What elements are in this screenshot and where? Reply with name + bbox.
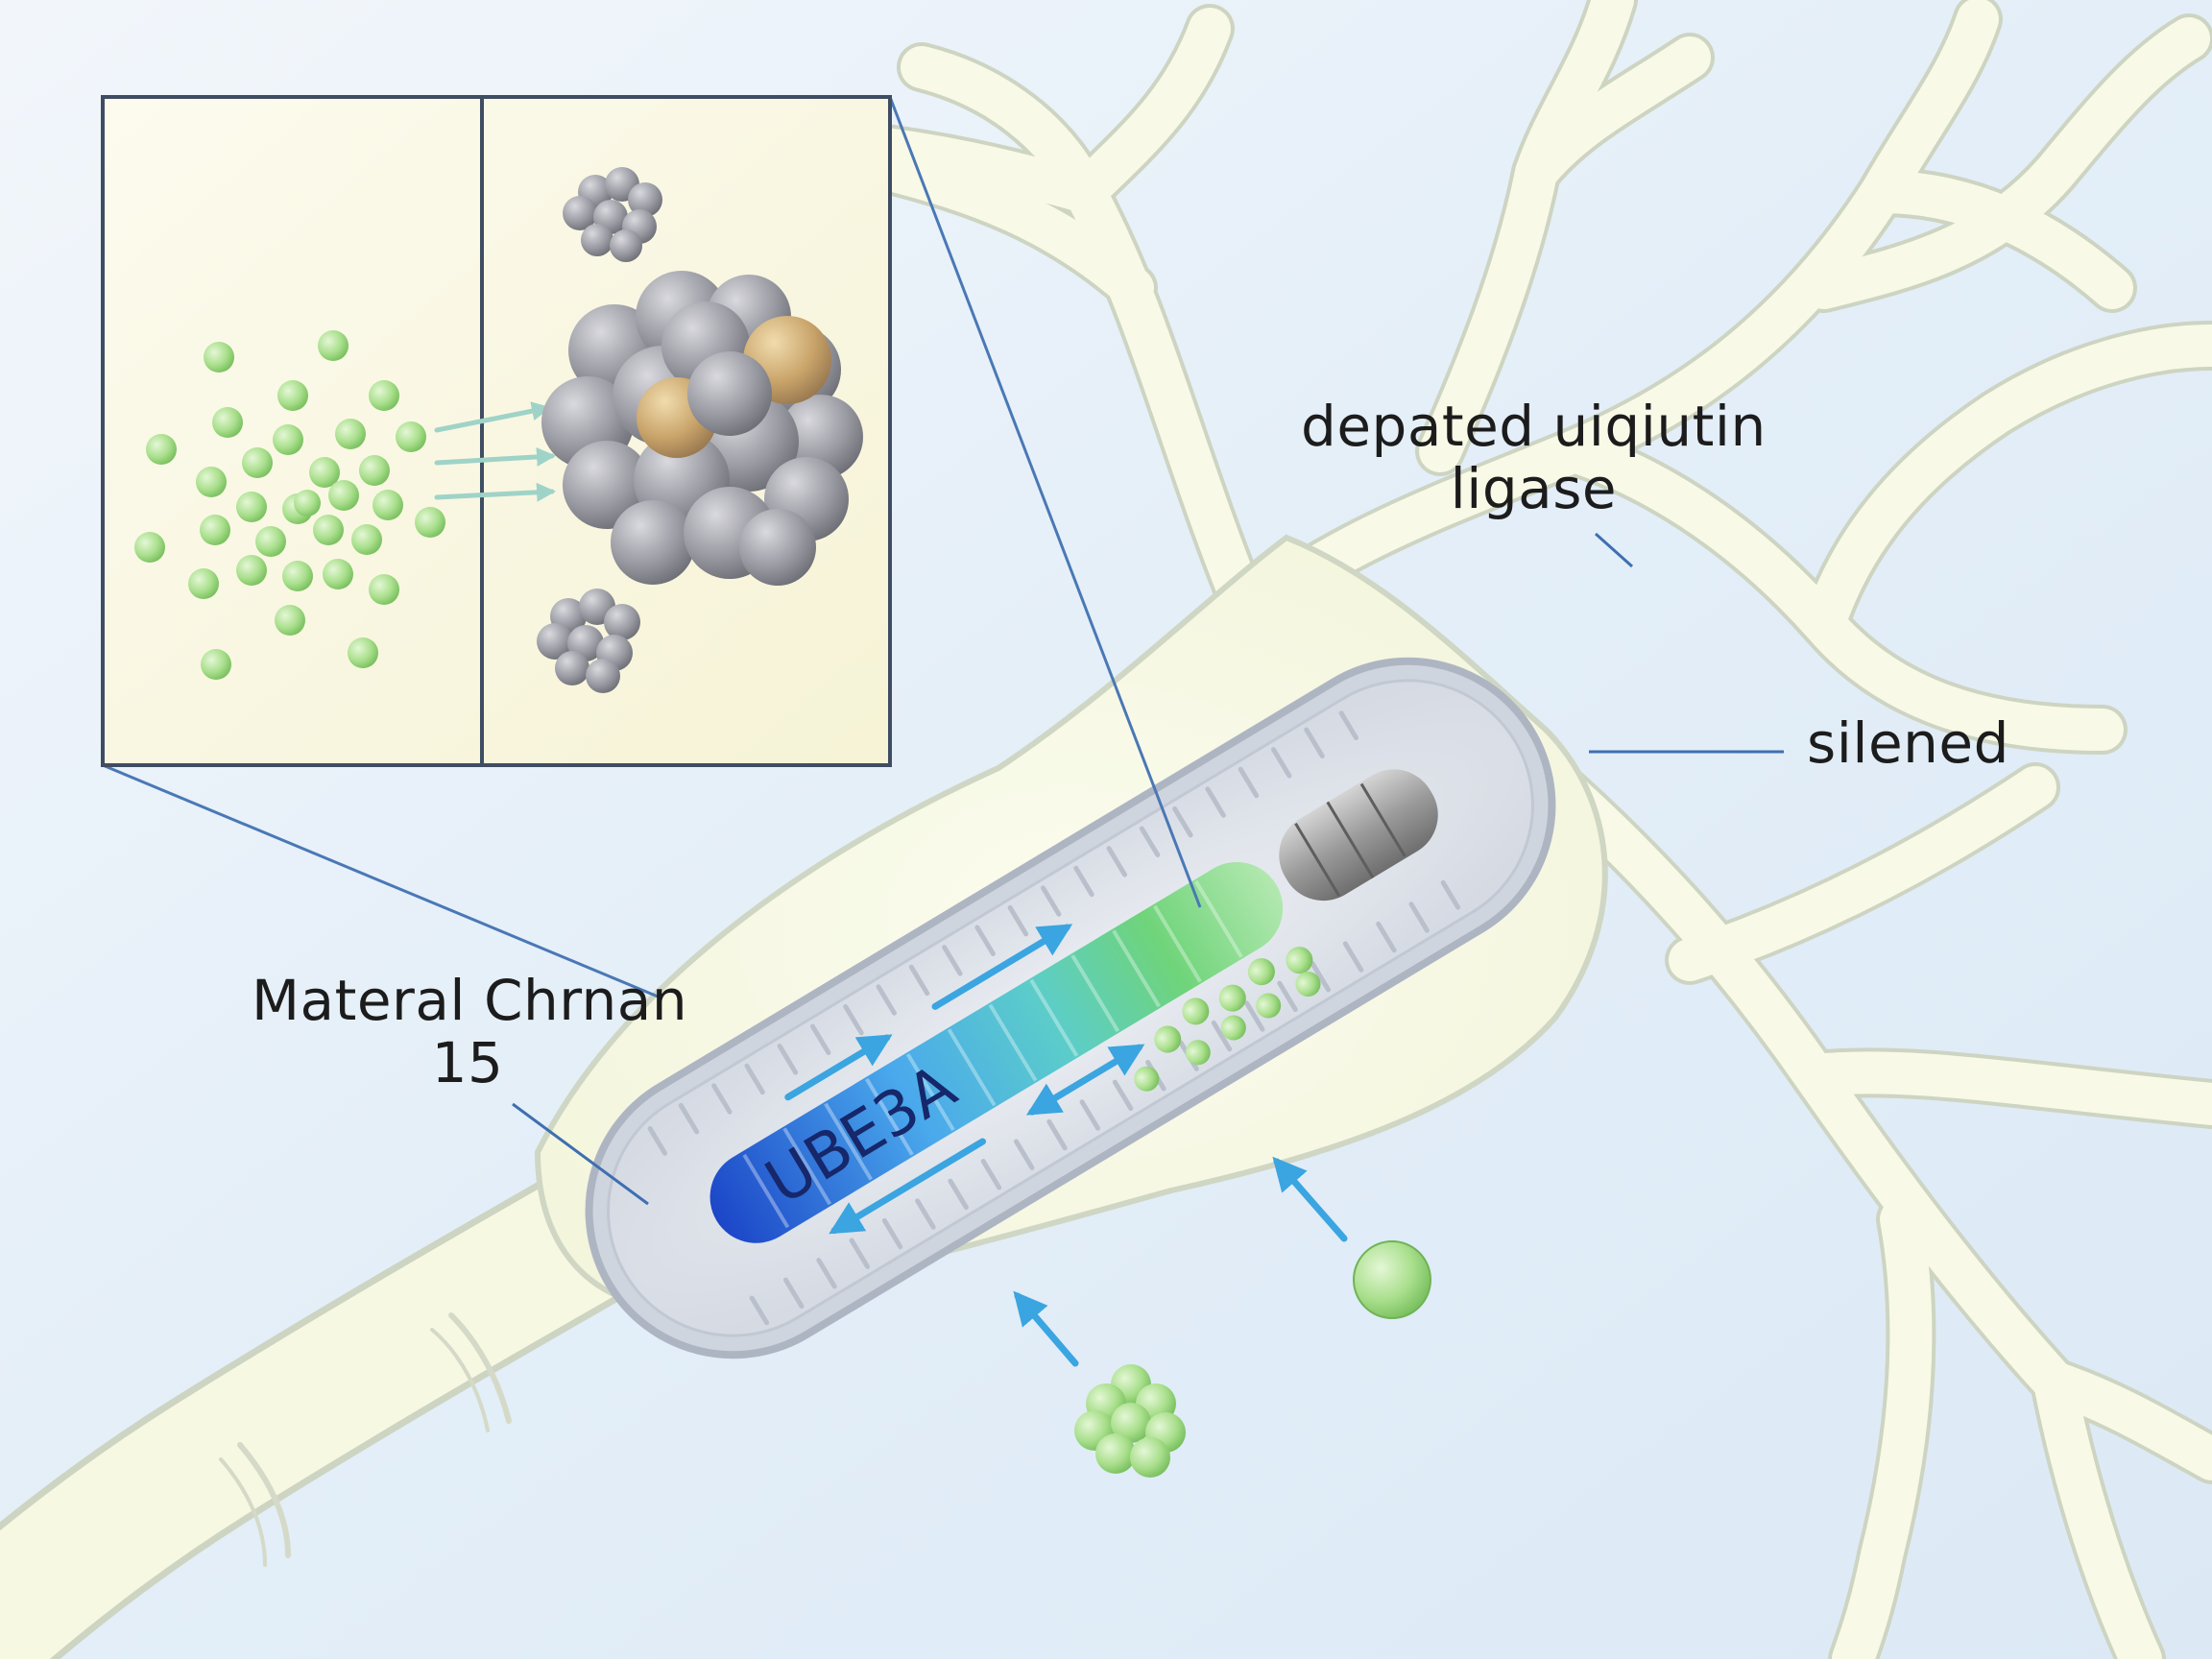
inset-flow-arrows [434, 401, 556, 502]
label-maternal-chromosome-line1: Materal Chrnan [252, 968, 688, 1033]
inset-small-aggregate-bottom [537, 589, 640, 693]
inset-panel [101, 95, 892, 767]
nuclear-proteins [1134, 947, 1321, 1092]
transport-arrows [784, 924, 1145, 1235]
label-ubiquitin-ligase-line2: ligase [1450, 455, 1618, 521]
inset-free-proteins [134, 330, 445, 680]
label-ubiquitin-ligase-line1: depated uiqiutin [1301, 394, 1767, 459]
axon [0, 1138, 706, 1659]
nucleus: UBE3A [585, 657, 1556, 1359]
protein-cluster [1074, 1364, 1186, 1478]
label-maternal-chromosome-line2: 15 [431, 1029, 504, 1095]
label-ubiquitin-ligase: depated uiqiutin ligase [1301, 396, 1767, 520]
label-silenced: silened [1807, 710, 2009, 776]
silenced-segment [1279, 769, 1438, 902]
inset-zoom-lines [102, 96, 1202, 1000]
inset-small-aggregate-top [563, 167, 662, 262]
external-arrows [1013, 1156, 1348, 1367]
free-protein [1353, 1240, 1431, 1319]
label-maternal-chromosome: Materal Chrnan 15 [252, 968, 688, 1095]
label-leaders [512, 532, 1784, 1206]
inset-large-aggregate [541, 271, 863, 586]
